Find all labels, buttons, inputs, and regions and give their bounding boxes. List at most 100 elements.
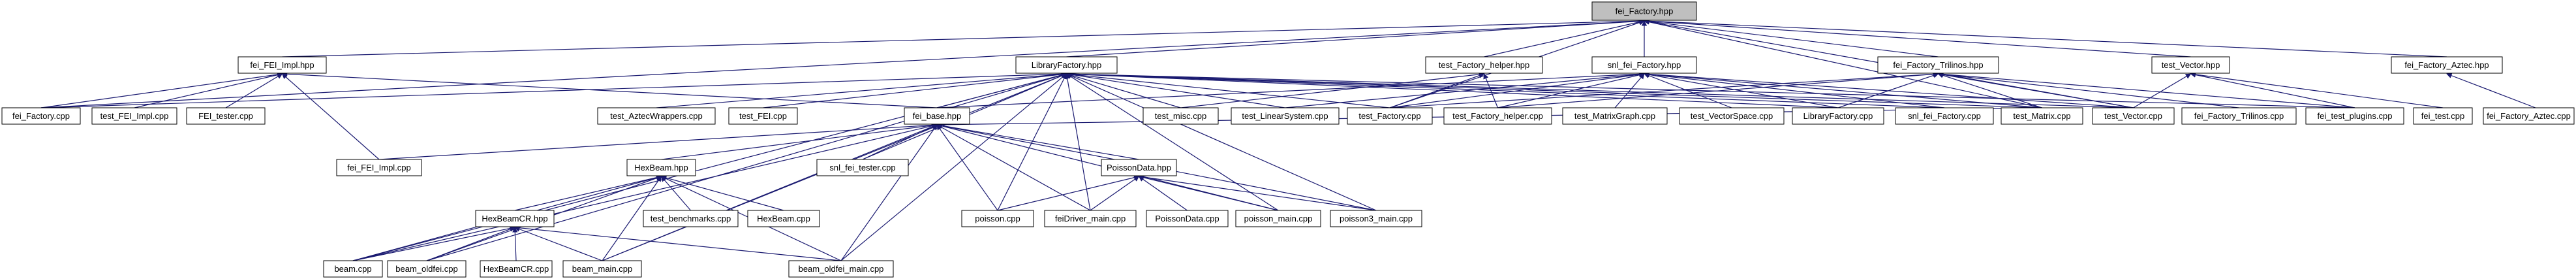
edge-libraryfactory_cpp-to-snl_fei_factory_hpp: [1644, 72, 1839, 108]
edge-beam_oldfei_main_cpp-to-fei_base_hpp: [840, 124, 938, 261]
node-box: [1235, 210, 1321, 227]
edge-beam_main_cpp-to-fei_base_hpp: [602, 123, 938, 261]
node-label: snl_fei_Factory.cpp: [1908, 111, 1981, 121]
node-box: [961, 210, 1034, 227]
node-box: [597, 107, 716, 125]
node-hexbeamcr-hpp[interactable]: HexBeamCR.hpp: [475, 210, 555, 227]
node-box: [1, 107, 81, 125]
node-fei-fei-impl-hpp[interactable]: fei_FEI_Impl.hpp: [238, 56, 327, 74]
edge-test_misc_cpp-to-libraryfactory_hpp: [1066, 73, 1181, 108]
node-hexbeam-cpp[interactable]: HexBeam.cpp: [747, 210, 820, 227]
node-box: [2413, 107, 2473, 125]
edge-test_factory_helper_hpp-to-fei_factory_hpp: [1484, 19, 1645, 57]
node-snl-fei-factory-cpp[interactable]: snl_fei_Factory.cpp: [1895, 107, 1994, 125]
node-box: [323, 260, 383, 278]
node-label: test_LinearSystem.cpp: [1242, 111, 1328, 121]
node-fei-factory-aztec-cpp[interactable]: fei_Factory_Aztec.cpp: [2483, 107, 2575, 125]
edge-poisson_main_cpp-to-poissondata_hpp: [1138, 174, 1279, 211]
node-fei-factory-trilinos-hpp[interactable]: fei_Factory_Trilinos.hpp: [1877, 56, 1999, 74]
edge-fei_base_hpp-to-fei_fei_impl_hpp: [281, 71, 938, 108]
node-feidriver-main-cpp[interactable]: feiDriver_main.cpp: [1044, 210, 1137, 227]
node-beam-cpp[interactable]: beam.cpp: [323, 260, 383, 278]
node-label: fei_Factory_Aztec.hpp: [2404, 60, 2489, 70]
edge-test_matrix_cpp-to-snl_fei_factory_hpp: [1644, 71, 2042, 108]
node-beam-oldfei-main-cpp[interactable]: beam_oldfei_main.cpp: [788, 260, 894, 278]
node-label: fei_Factory_Trilinos.cpp: [2194, 111, 2284, 121]
node-hexbeamcr-cpp[interactable]: HexBeamCR.cpp: [480, 260, 553, 278]
edge-test_factory_helper_cpp-to-snl_fei_factory_hpp: [1497, 72, 1645, 108]
edge-test_matrix_cpp-to-fei_factory_hpp: [1644, 19, 2042, 108]
node-label: fei_Factory_Aztec.cpp: [2487, 111, 2571, 121]
node-box: [480, 260, 553, 278]
node-poisson-main-cpp[interactable]: poisson_main.cpp: [1235, 210, 1321, 227]
node-hexbeam-hpp[interactable]: HexBeam.hpp: [626, 159, 696, 176]
node-fei-factory-hpp[interactable]: fei_Factory.hpp: [1591, 1, 1697, 21]
node-label: feiDriver_main.cpp: [1055, 214, 1126, 223]
node-test-benchmarks-cpp[interactable]: test_benchmarks.cpp: [643, 210, 739, 227]
node-fei-test-plugins-cpp[interactable]: fei_test_plugins.cpp: [2305, 107, 2404, 125]
node-label: test_Vector.cpp: [2104, 111, 2162, 121]
node-beam-oldfei-cpp[interactable]: beam_oldfei.cpp: [387, 260, 467, 278]
node-label: beam_oldfei_main.cpp: [799, 264, 884, 274]
node-label: beam_main.cpp: [572, 264, 633, 274]
node-fei-base-hpp[interactable]: fei_base.hpp: [904, 107, 970, 125]
edge-fei_factory_aztec_hpp-to-fei_factory_hpp: [1644, 18, 2447, 57]
node-test-matrix-cpp[interactable]: test_Matrix.cpp: [2001, 107, 2083, 125]
node-test-vector-cpp[interactable]: test_Vector.cpp: [2092, 107, 2175, 125]
node-label: test_VectorSpace.cpp: [1691, 111, 1773, 121]
node-poissondata-hpp[interactable]: PoissonData.hpp: [1101, 159, 1177, 176]
edge-feidriver_main_cpp-to-poissondata_hpp: [1090, 176, 1140, 211]
node-snl-fei-factory-hpp[interactable]: snl_fei_Factory.hpp: [1591, 56, 1697, 74]
edge-snl_fei_factory_cpp-to-snl_fei_factory_hpp: [1644, 71, 1945, 108]
edge-fei_fei_impl_cpp-to-fei_base_hpp: [378, 122, 938, 160]
node-test-linearsystem-cpp[interactable]: test_LinearSystem.cpp: [1231, 107, 1340, 125]
node-test-fei-impl-cpp[interactable]: test_FEI_Impl.cpp: [91, 107, 177, 125]
edge-test_factory_cpp-to-libraryfactory_hpp: [1066, 71, 1390, 108]
node-test-factory-helper-cpp[interactable]: test_Factory_helper.cpp: [1443, 107, 1552, 125]
node-poisson3-main-cpp[interactable]: poisson3_main.cpp: [1330, 210, 1422, 227]
node-fei-fei-impl-cpp[interactable]: fei_FEI_Impl.cpp: [336, 159, 422, 176]
node-fei-test-cpp[interactable]: fei_test.cpp: [2413, 107, 2473, 125]
node-fei-factory-cpp[interactable]: fei_Factory.cpp: [1, 107, 81, 125]
node-fei-factory-trilinos-cpp[interactable]: fei_Factory_Trilinos.cpp: [2181, 107, 2297, 125]
node-fei-factory-aztec-hpp[interactable]: fei_Factory_Aztec.hpp: [2391, 56, 2503, 74]
node-libraryfactory-hpp[interactable]: LibraryFactory.hpp: [1015, 56, 1118, 74]
node-box: [2001, 107, 2083, 125]
node-box: [1044, 210, 1137, 227]
node-test-factory-cpp[interactable]: test_Factory.cpp: [1347, 107, 1433, 125]
node-test-vectorspace-cpp[interactable]: test_VectorSpace.cpp: [1679, 107, 1785, 125]
edge-poissondata_hpp-to-fei_base_hpp: [936, 123, 1139, 160]
node-box: [1231, 107, 1340, 125]
edge-fei_factory_aztec_cpp-to-fei_factory_aztec_hpp: [2446, 73, 2536, 108]
node-label: test_Factory_helper.cpp: [1452, 111, 1543, 121]
node-box: [1443, 107, 1552, 125]
node-box: [1591, 56, 1697, 74]
node-label: LibraryFactory.hpp: [1032, 60, 1101, 70]
node-label: fei_FEI_Impl.hpp: [250, 60, 314, 70]
node-fei-tester-cpp[interactable]: FEI_tester.cpp: [186, 107, 266, 125]
edge-fei_fei_impl_hpp-to-fei_factory_hpp: [282, 18, 1645, 57]
node-test-aztecwrappers-cpp[interactable]: test_AztecWrappers.cpp: [597, 107, 716, 125]
node-test-fei-cpp[interactable]: test_FEI.cpp: [728, 107, 798, 125]
node-label: FEI_tester.cpp: [198, 111, 253, 121]
edge-feidriver_main_cpp-to-libraryfactory_hpp: [1064, 73, 1091, 211]
node-test-vector-hpp[interactable]: test_Vector.hpp: [2151, 56, 2230, 74]
edge-fei_factory_cpp-to-fei_factory_hpp: [40, 18, 1645, 108]
node-label: snl_fei_Factory.hpp: [1608, 60, 1681, 70]
node-poisson-cpp[interactable]: poisson.cpp: [961, 210, 1034, 227]
node-libraryfactory-cpp[interactable]: LibraryFactory.cpp: [1792, 107, 1884, 125]
node-snl-fei-tester-cpp[interactable]: snl_fei_tester.cpp: [816, 159, 909, 176]
node-label: poisson.cpp: [975, 214, 1020, 223]
node-test-factory-helper-hpp[interactable]: test_Factory_helper.hpp: [1425, 56, 1543, 74]
edge-snl_fei_factory_cpp-to-libraryfactory_hpp: [1066, 71, 1945, 108]
edge-beam_cpp-to-hexbeamcr_hpp: [352, 225, 515, 261]
node-beam-main-cpp[interactable]: beam_main.cpp: [562, 260, 642, 278]
node-box: [336, 159, 422, 176]
node-box: [2305, 107, 2404, 125]
edge-fei_test_cpp-to-test_vector_hpp: [2190, 71, 2444, 108]
node-poissondata-cpp[interactable]: PoissonData.cpp: [1146, 210, 1229, 227]
node-test-matrixgraph-cpp[interactable]: test_MatrixGraph.cpp: [1562, 107, 1668, 125]
node-box: [643, 210, 739, 227]
node-test-misc-cpp[interactable]: test_misc.cpp: [1142, 107, 1219, 125]
